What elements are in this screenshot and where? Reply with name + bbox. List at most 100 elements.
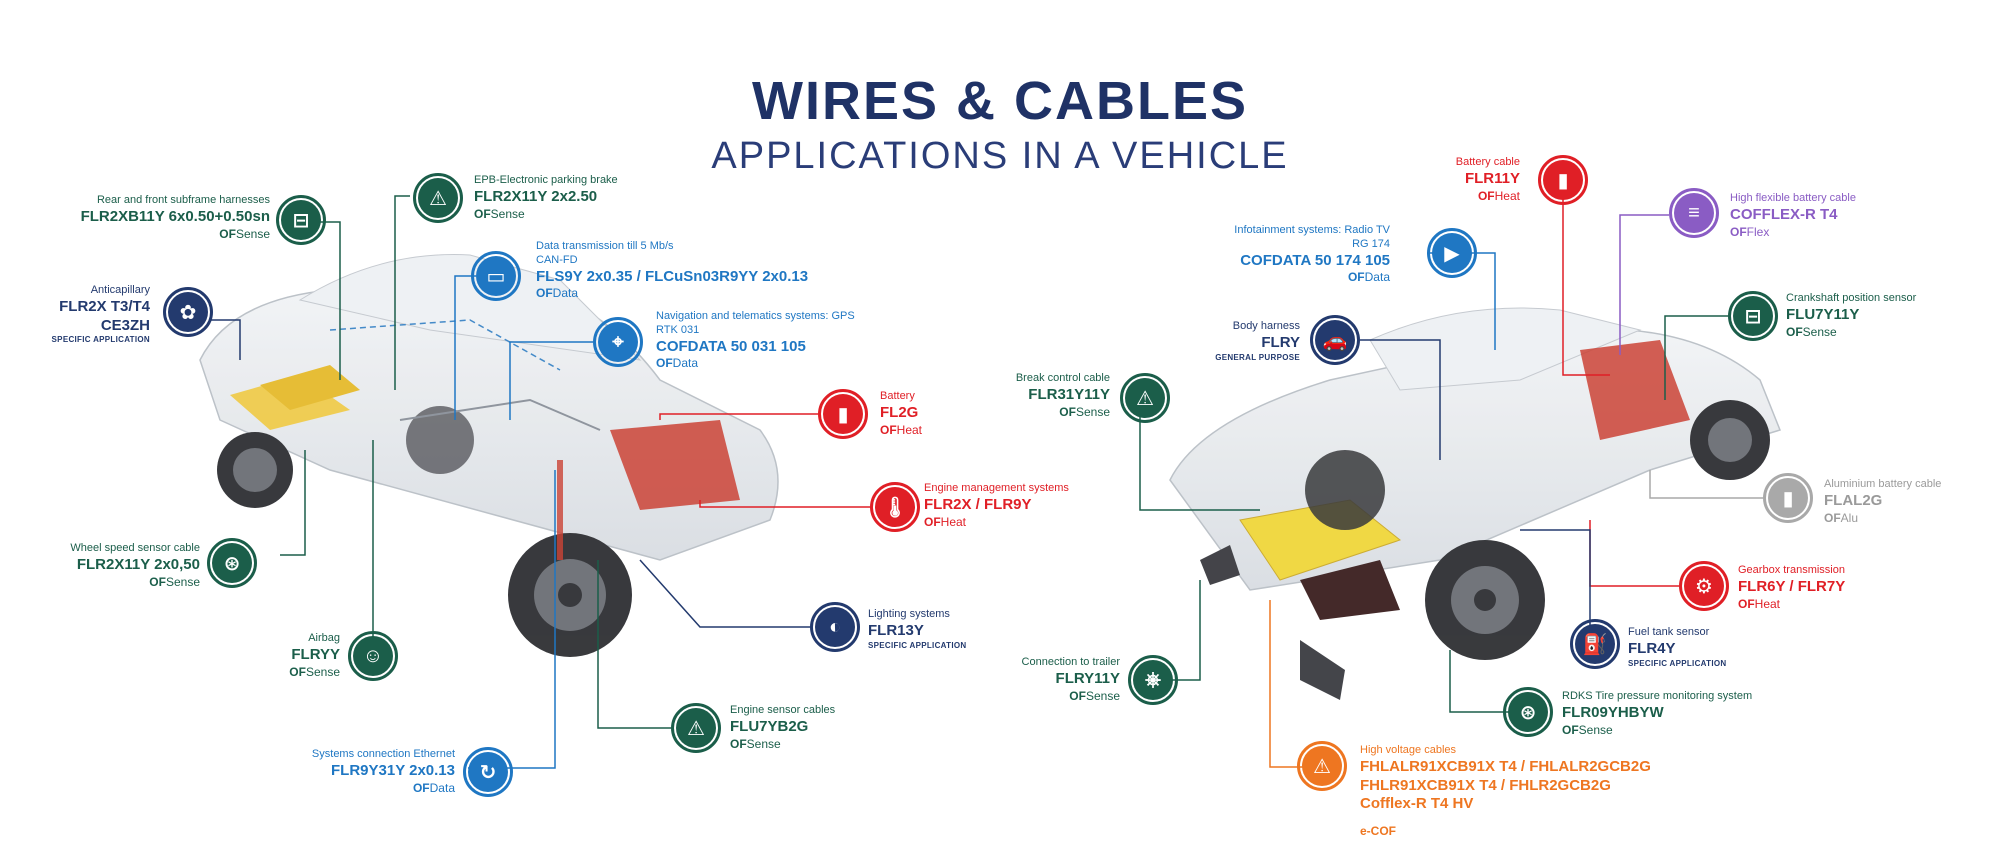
flex-icon: ≡: [1669, 188, 1719, 238]
callout-code: FLR4Y: [1628, 639, 1676, 657]
callout-engine: Engine management systems FLR2X / FLR9Y …: [924, 482, 1124, 530]
callout-label: Body harness: [1232, 320, 1300, 332]
callout-breakcontrol: Break control cable FLR31Y11Y OFSense: [980, 372, 1110, 420]
callout-label: Break control cable: [1015, 372, 1110, 384]
brand-sense: OFSense: [474, 206, 525, 221]
callout-code: FLR2X T3/T4: [59, 297, 150, 315]
brand-sense: OFSense: [1059, 404, 1110, 419]
axle-icon: ⊟: [1728, 291, 1778, 341]
callout-label: Crankshaft position sensor: [1786, 292, 1917, 304]
callout-code: FLS9Y 2x0.35 / FLCuSn03R9YY 2x0.13: [536, 267, 809, 285]
location-icon: ⌖: [593, 317, 643, 367]
callout-code: COFFLEX-R T4: [1730, 205, 1838, 223]
wheel-icon: ⊛: [207, 538, 257, 588]
warning-icon: ⚠: [1120, 373, 1170, 423]
strands-icon: ✿: [163, 287, 213, 337]
callout-code: COFDATA 50 031 105: [656, 337, 806, 355]
callout-label-2: CAN-FD: [536, 253, 578, 266]
callout-epb: EPB-Electronic parking brake FLR2X11Y 2x…: [474, 174, 694, 222]
leader-lines-right: [1139, 181, 1763, 768]
airbag-icon: ☺: [348, 631, 398, 681]
callout-code: FLRY11Y: [1055, 669, 1120, 687]
callout-anticapillary: Anticapillary FLR2X T3/T4 CE3ZH SPECIFIC…: [30, 284, 150, 345]
gear-icon: ⚙: [1679, 561, 1729, 611]
callout-code: FLR09YHBYW: [1562, 703, 1664, 721]
brand-sense: OFSense: [1562, 722, 1613, 737]
brand-heat: OFHeat: [924, 514, 967, 529]
brand-sense: OFSense: [1069, 688, 1120, 703]
callout-code: FLR2X11Y 2x2.50: [474, 187, 598, 205]
brand-alu: OFAlu: [1824, 510, 1859, 525]
callout-code-3: Cofflex-R T4 HV: [1360, 795, 1474, 813]
warning-icon: ⚠: [413, 173, 463, 223]
callout-wheelspeed: Wheel speed sensor cable FLR2X11Y 2x0,50…: [30, 542, 200, 590]
callout-code: FLR9Y31Y 2x0.13: [331, 761, 455, 779]
callout-label: Airbag: [308, 632, 340, 644]
callout-label: Systems connection Ethernet: [311, 748, 455, 760]
callout-label: Lighting systems: [868, 608, 950, 620]
callout-label: Anticapillary: [90, 284, 150, 296]
callout-code: FLR2X / FLR9Y: [924, 495, 1032, 513]
brand-data: OFData: [536, 286, 579, 301]
brand-ecof: e-COF: [1360, 824, 1396, 838]
brand-heat: OFHeat: [1477, 188, 1520, 203]
main-title: WIRES & CABLES: [751, 71, 1249, 131]
brand-heat: OFHeat: [1738, 596, 1781, 611]
callout-label-2: RG 174: [1352, 237, 1390, 250]
callout-ethernet: Systems connection Ethernet FLR9Y31Y 2x0…: [260, 748, 455, 796]
callout-code: FLU7YB2G: [730, 717, 809, 735]
callout-rdks: RDKS Tire pressure monitoring system FLR…: [1562, 690, 1792, 738]
folder-icon: ▭: [471, 251, 521, 301]
callout-sub: SPECIFIC APPLICATION: [868, 640, 967, 650]
callout-code: FLR6Y / FLR7Y: [1738, 577, 1846, 595]
callout-label: Battery: [880, 390, 915, 402]
right-car: [1169, 307, 1781, 700]
callout-code: FLR2XB11Y 6x0.50+0.50sn: [80, 207, 270, 225]
callout-enginesensor: Engine sensor cables FLU7YB2G OFSense: [730, 704, 890, 752]
callout-highvoltage: High voltage cables FHLALR91XCB91X T4 / …: [1360, 744, 1660, 839]
brand-data: OFData: [412, 780, 455, 795]
callout-label: Engine management systems: [924, 482, 1069, 494]
battery-icon: ▮: [1763, 473, 1813, 523]
callout-sub: SPECIFIC APPLICATION: [51, 335, 150, 345]
wheel-icon: ⊛: [1503, 687, 1553, 737]
callout-label: EPB-Electronic parking brake: [474, 174, 618, 186]
callout-bodyharness: Body harness FLRY GENERAL PURPOSE: [1200, 320, 1300, 363]
battery-icon: ▮: [1538, 155, 1588, 205]
callout-code: FLU7Y11Y: [1786, 305, 1860, 323]
callout-label: RDKS Tire pressure monitoring system: [1562, 690, 1753, 702]
callout-code: FL2G: [880, 403, 919, 421]
callout-label: Engine sensor cables: [730, 704, 836, 716]
headlight-icon: ◐: [810, 602, 860, 652]
battery-icon: ▮: [818, 389, 868, 439]
callout-fueltank: Fuel tank sensor FLR4Y SPECIFIC APPLICAT…: [1628, 626, 1778, 669]
callout-label: Navigation and telematics systems: GPS: [656, 310, 855, 322]
sub-title: APPLICATIONS IN A VEHICLE: [711, 135, 1289, 177]
callout-label: Infotainment systems: Radio TV: [1234, 224, 1390, 236]
callout-gearbox: Gearbox transmission FLR6Y / FLR7Y OFHea…: [1738, 564, 1938, 612]
callout-battery: Battery FL2G OFHeat: [880, 390, 1020, 438]
callout-label: Aluminium battery cable: [1824, 478, 1942, 490]
brand-sense: OFSense: [730, 736, 781, 751]
callout-label: Wheel speed sensor cable: [70, 542, 200, 554]
callout-subframe: Rear and front subframe harnesses FLR2XB…: [30, 194, 270, 242]
callout-flexbattery: High flexible battery cable COFFLEX-R T4…: [1730, 192, 1930, 240]
sensor-icon: ⚠: [671, 703, 721, 753]
axle-icon: ⊟: [276, 195, 326, 245]
callout-code-2: FHLR91XCB91X T4 / FHLR2GCB2G: [1360, 776, 1611, 794]
brand-data: OFData: [1347, 270, 1390, 285]
brand-sense: OFSense: [1786, 324, 1837, 339]
callout-aluminium: Aluminium battery cable FLAL2G OFAlu: [1824, 478, 1994, 526]
callout-trailer: Connection to trailer FLRY11Y OFSense: [1000, 656, 1120, 704]
brand-data: OFData: [656, 356, 699, 371]
brand-sense: OFSense: [289, 664, 340, 679]
callout-code: FHLALR91XCB91X T4 / FHLALR2GCB2G: [1360, 757, 1651, 775]
callout-label: Connection to trailer: [1021, 656, 1120, 668]
callout-code: FLR13Y: [868, 621, 924, 639]
brand-sense: OFSense: [149, 574, 200, 589]
callout-code: FLAL2G: [1824, 491, 1883, 509]
callout-label: Gearbox transmission: [1738, 564, 1845, 576]
callout-label: Data transmission till 5 Mb/s: [536, 240, 674, 252]
